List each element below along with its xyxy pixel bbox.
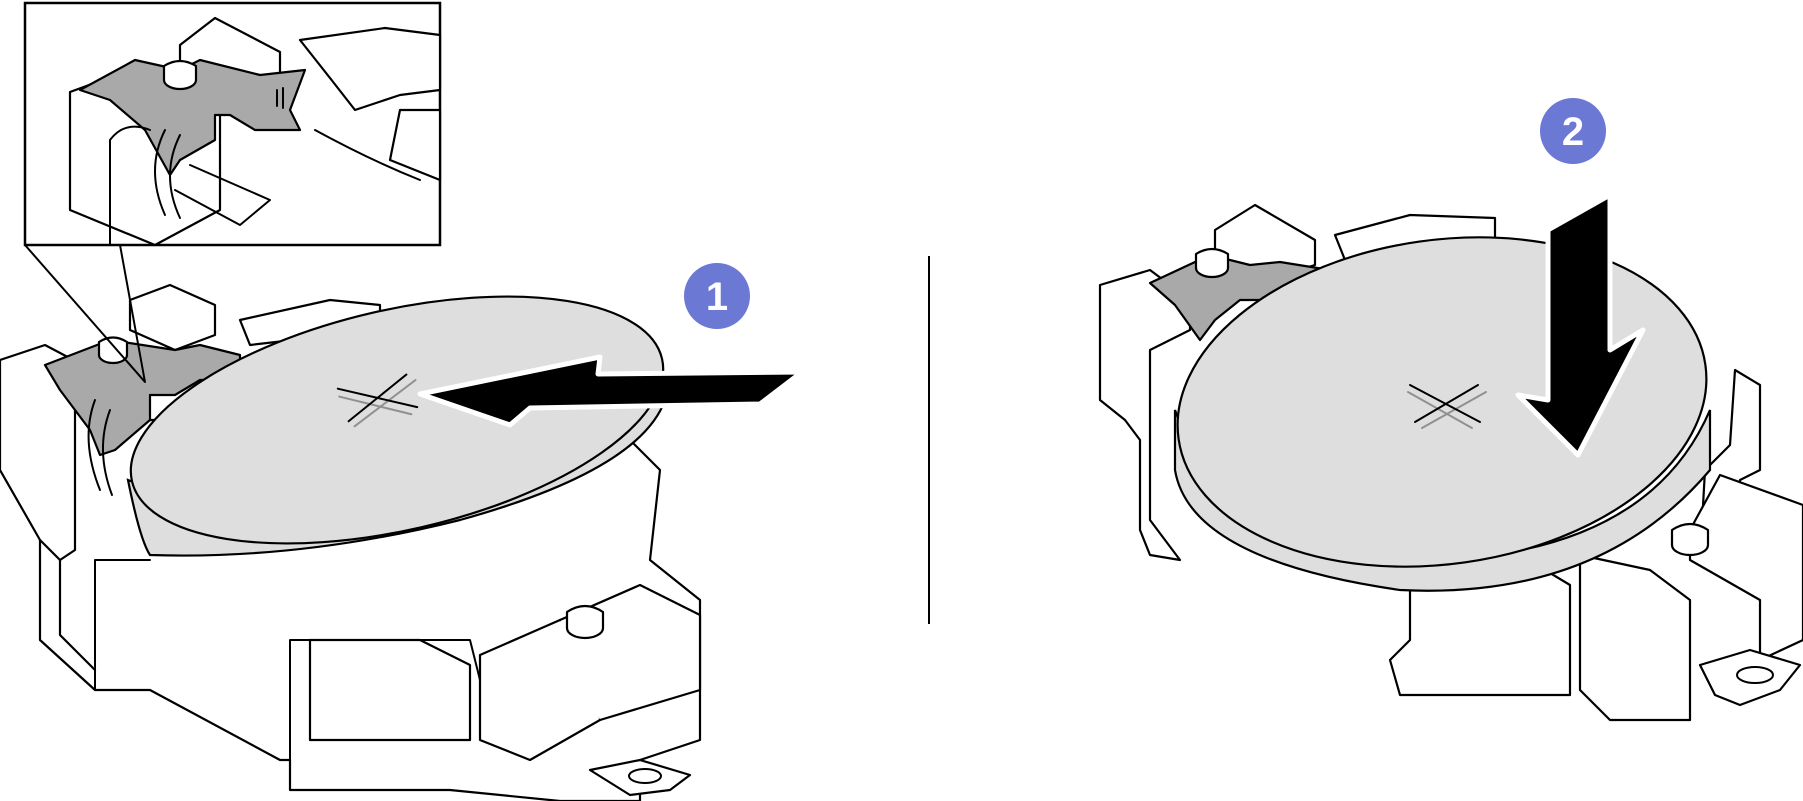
step-1-badge: 1	[684, 263, 750, 329]
arrow-insert-icon	[417, 354, 805, 428]
right-panel: 2	[1098, 98, 1803, 722]
zoom-callout-detail	[68, 16, 442, 247]
zoom-callout	[23, 1, 442, 383]
step-2-number: 2	[1562, 110, 1584, 154]
metal-clip-right	[1148, 247, 1332, 342]
left-panel: 1	[0, 1, 805, 801]
step-2-badge: 2	[1540, 98, 1606, 164]
coin-battery-tilted	[126, 295, 667, 557]
battery-socket-right	[1098, 203, 1803, 722]
step-1-number: 1	[706, 275, 728, 319]
battery-x-mark	[336, 373, 419, 428]
metal-clip-left	[43, 336, 242, 496]
arrow-press-down-icon	[1515, 192, 1646, 458]
battery-x-mark-right	[1407, 384, 1487, 429]
